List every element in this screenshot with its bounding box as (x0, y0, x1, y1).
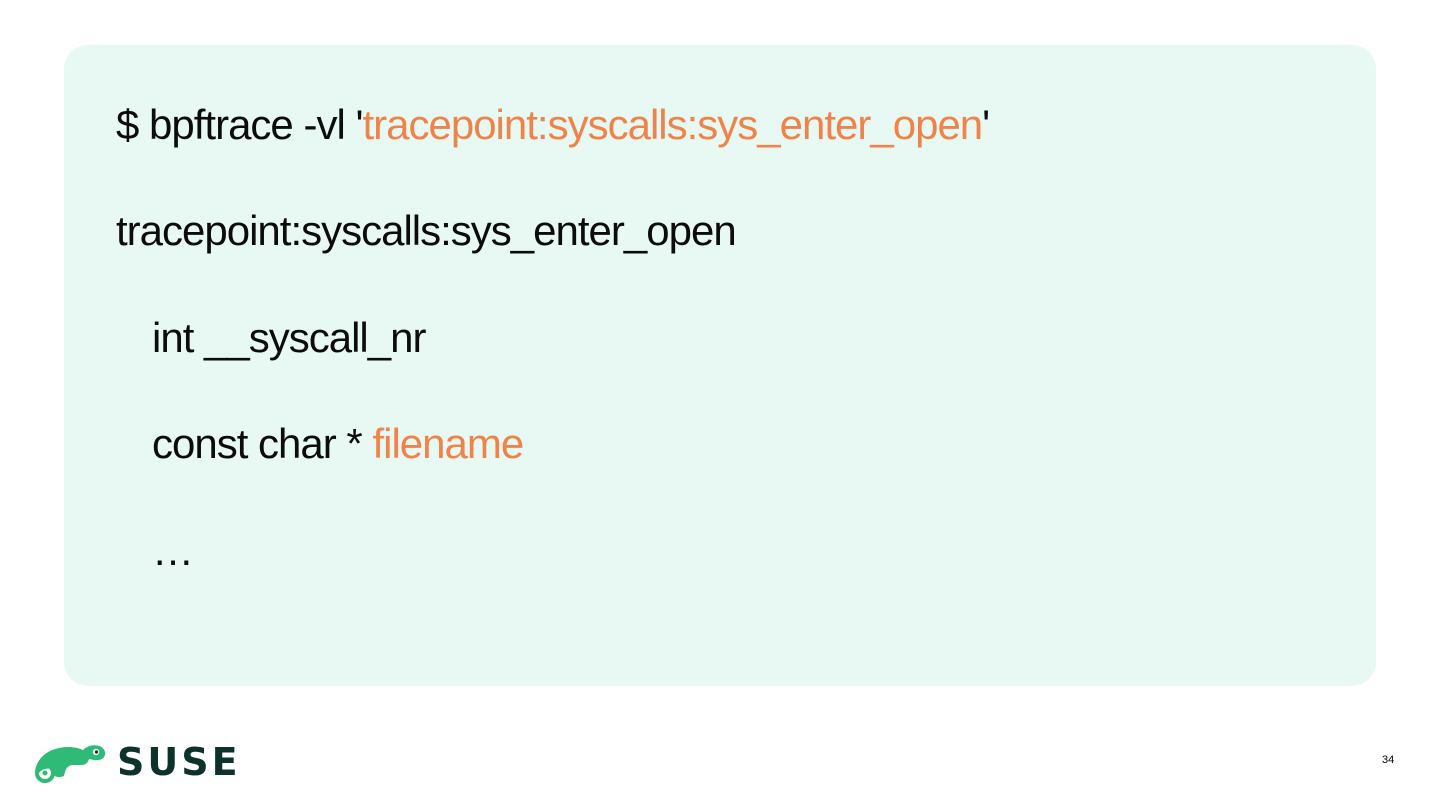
page-number: 34 (1382, 754, 1395, 766)
probe-name-line: tracepoint:syscalls:sys_enter_open (116, 205, 737, 257)
arg-filename-highlight: filename (372, 420, 524, 467)
command-probe-highlight: tracepoint:syscalls:sys_enter_open (362, 101, 983, 148)
probe-name: tracepoint:syscalls:sys_enter_open (116, 207, 737, 254)
ellipsis-line: … (152, 525, 194, 577)
arg-filename-type: const char * (152, 420, 373, 467)
code-block (64, 45, 1376, 686)
arg-filename-line: const char * filename (152, 418, 524, 470)
command-suffix: ' (982, 101, 990, 148)
arg-syscall-nr-line: int __syscall_nr (152, 312, 426, 364)
suse-chameleon-icon (35, 745, 106, 783)
arg-syscall-nr: int __syscall_nr (152, 314, 426, 361)
command-line: $ bpftrace -vl 'tracepoint:syscalls:sys_… (116, 99, 990, 151)
suse-wordmark: SUSE (117, 740, 241, 784)
ellipsis: … (152, 527, 194, 574)
command-prefix: $ bpftrace -vl ' (116, 101, 363, 148)
suse-logo: SUSE (33, 740, 241, 784)
